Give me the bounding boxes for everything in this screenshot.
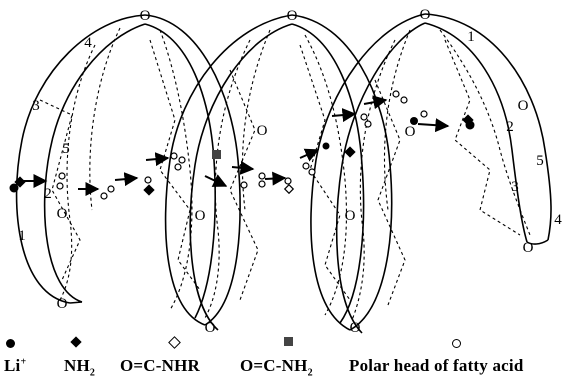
- legend-item-lithium-ion: Li+: [4, 332, 44, 381]
- filled-circle-icon: [6, 339, 15, 348]
- helix-loop-3: [310, 13, 552, 334]
- fatty-acid-head-icon: [258, 180, 266, 188]
- oxygen-label: O: [405, 124, 416, 140]
- amine-group-icon: [344, 146, 356, 158]
- fatty-acid-head-icon: [174, 163, 182, 171]
- fatty-acid-head-icon: [258, 172, 266, 180]
- position-label: 3: [511, 179, 519, 195]
- helix-loop-1: [15, 14, 241, 326]
- fatty-acid-head-icon: [107, 185, 115, 193]
- oxygen-label: O: [257, 123, 268, 139]
- oxygen-label: O: [57, 206, 68, 222]
- filled-diamond-icon: [70, 336, 82, 348]
- lithium-ion-icon: [410, 117, 418, 125]
- lithium-ion-icon: [322, 142, 330, 150]
- fatty-acid-head-icon: [284, 177, 292, 185]
- oxygen-label: O: [420, 7, 431, 23]
- oxygen-label: O: [518, 98, 529, 114]
- fatty-acid-head-icon: [240, 181, 248, 189]
- open-diamond-icon: [168, 336, 181, 349]
- legend-item-fatty-acid-head: Polar head of fatty acid: [349, 332, 564, 381]
- lithium-ion-icon: [9, 183, 19, 193]
- fatty-acid-head-icon: [144, 176, 152, 184]
- legend-label: Polar head of fatty acid: [349, 356, 524, 375]
- legend-label: NH: [64, 356, 90, 375]
- oxygen-label: O: [523, 240, 534, 256]
- fatty-acid-head-icon: [392, 90, 400, 98]
- fatty-acid-head-icon: [302, 162, 310, 170]
- fatty-acid-head-icon: [58, 172, 66, 180]
- particles: [9, 90, 475, 200]
- number-labels: 4 3 5 2 1 1 2 5 3 4: [18, 29, 562, 244]
- position-label: 5: [62, 141, 70, 157]
- oxygen-label: O: [350, 320, 361, 336]
- fatty-acid-head-icon: [170, 152, 178, 160]
- fatty-acid-head-icon: [420, 110, 428, 118]
- fatty-acid-head-icon: [400, 96, 408, 104]
- position-label: 4: [84, 35, 92, 51]
- fatty-acid-head-icon: [56, 182, 64, 190]
- position-label: 4: [554, 212, 562, 228]
- oxygen-label: O: [287, 8, 298, 24]
- legend-superscript: +: [20, 356, 27, 368]
- legend-label: Li: [4, 356, 21, 375]
- amide-group-icon: [283, 183, 295, 195]
- legend-subscript: 2: [307, 367, 313, 379]
- position-label: 5: [536, 153, 544, 169]
- fatty-acid-head-icon: [364, 120, 372, 128]
- fatty-acid-head-icon: [100, 192, 108, 200]
- fatty-acid-head-icon: [360, 113, 368, 121]
- oxygen-labels: O O O O O O O O O O O O O: [57, 7, 534, 336]
- oxygen-label: O: [205, 320, 216, 336]
- primary-amide-icon: [212, 150, 221, 159]
- helix-loop-3-inner: [351, 29, 531, 321]
- legend-label: O=C-NHR: [120, 356, 201, 375]
- fatty-acid-head-icon: [308, 168, 316, 176]
- legend-label: O=C-NH: [240, 356, 308, 375]
- transport-arrows: [22, 95, 450, 196]
- helix-loop-2-inner: [204, 29, 351, 319]
- amine-group-icon: [143, 184, 155, 196]
- oxygen-label: O: [57, 296, 68, 312]
- legend-item-amine-group: NH2: [64, 332, 124, 381]
- legend-item-primary-amide: O=C-NH2: [240, 332, 335, 381]
- position-label: 1: [18, 228, 26, 244]
- oxygen-label: O: [140, 8, 151, 24]
- filled-square-icon: [284, 337, 293, 346]
- position-label: 2: [506, 119, 514, 135]
- oxygen-label: O: [195, 208, 206, 224]
- fatty-acid-head-icon: [178, 156, 186, 164]
- legend: Li+ NH2 O=C-NHR O=C-NH2 Polar head of fa…: [0, 332, 567, 381]
- oxygen-label: O: [345, 208, 356, 224]
- position-label: 2: [44, 186, 52, 202]
- legend-subscript: 2: [89, 367, 96, 379]
- position-label: 1: [467, 29, 475, 45]
- legend-item-amide-group: O=C-NHR: [120, 332, 220, 381]
- open-circle-icon: [452, 339, 461, 348]
- position-label: 3: [32, 98, 40, 114]
- helix-loop-2: [164, 14, 393, 331]
